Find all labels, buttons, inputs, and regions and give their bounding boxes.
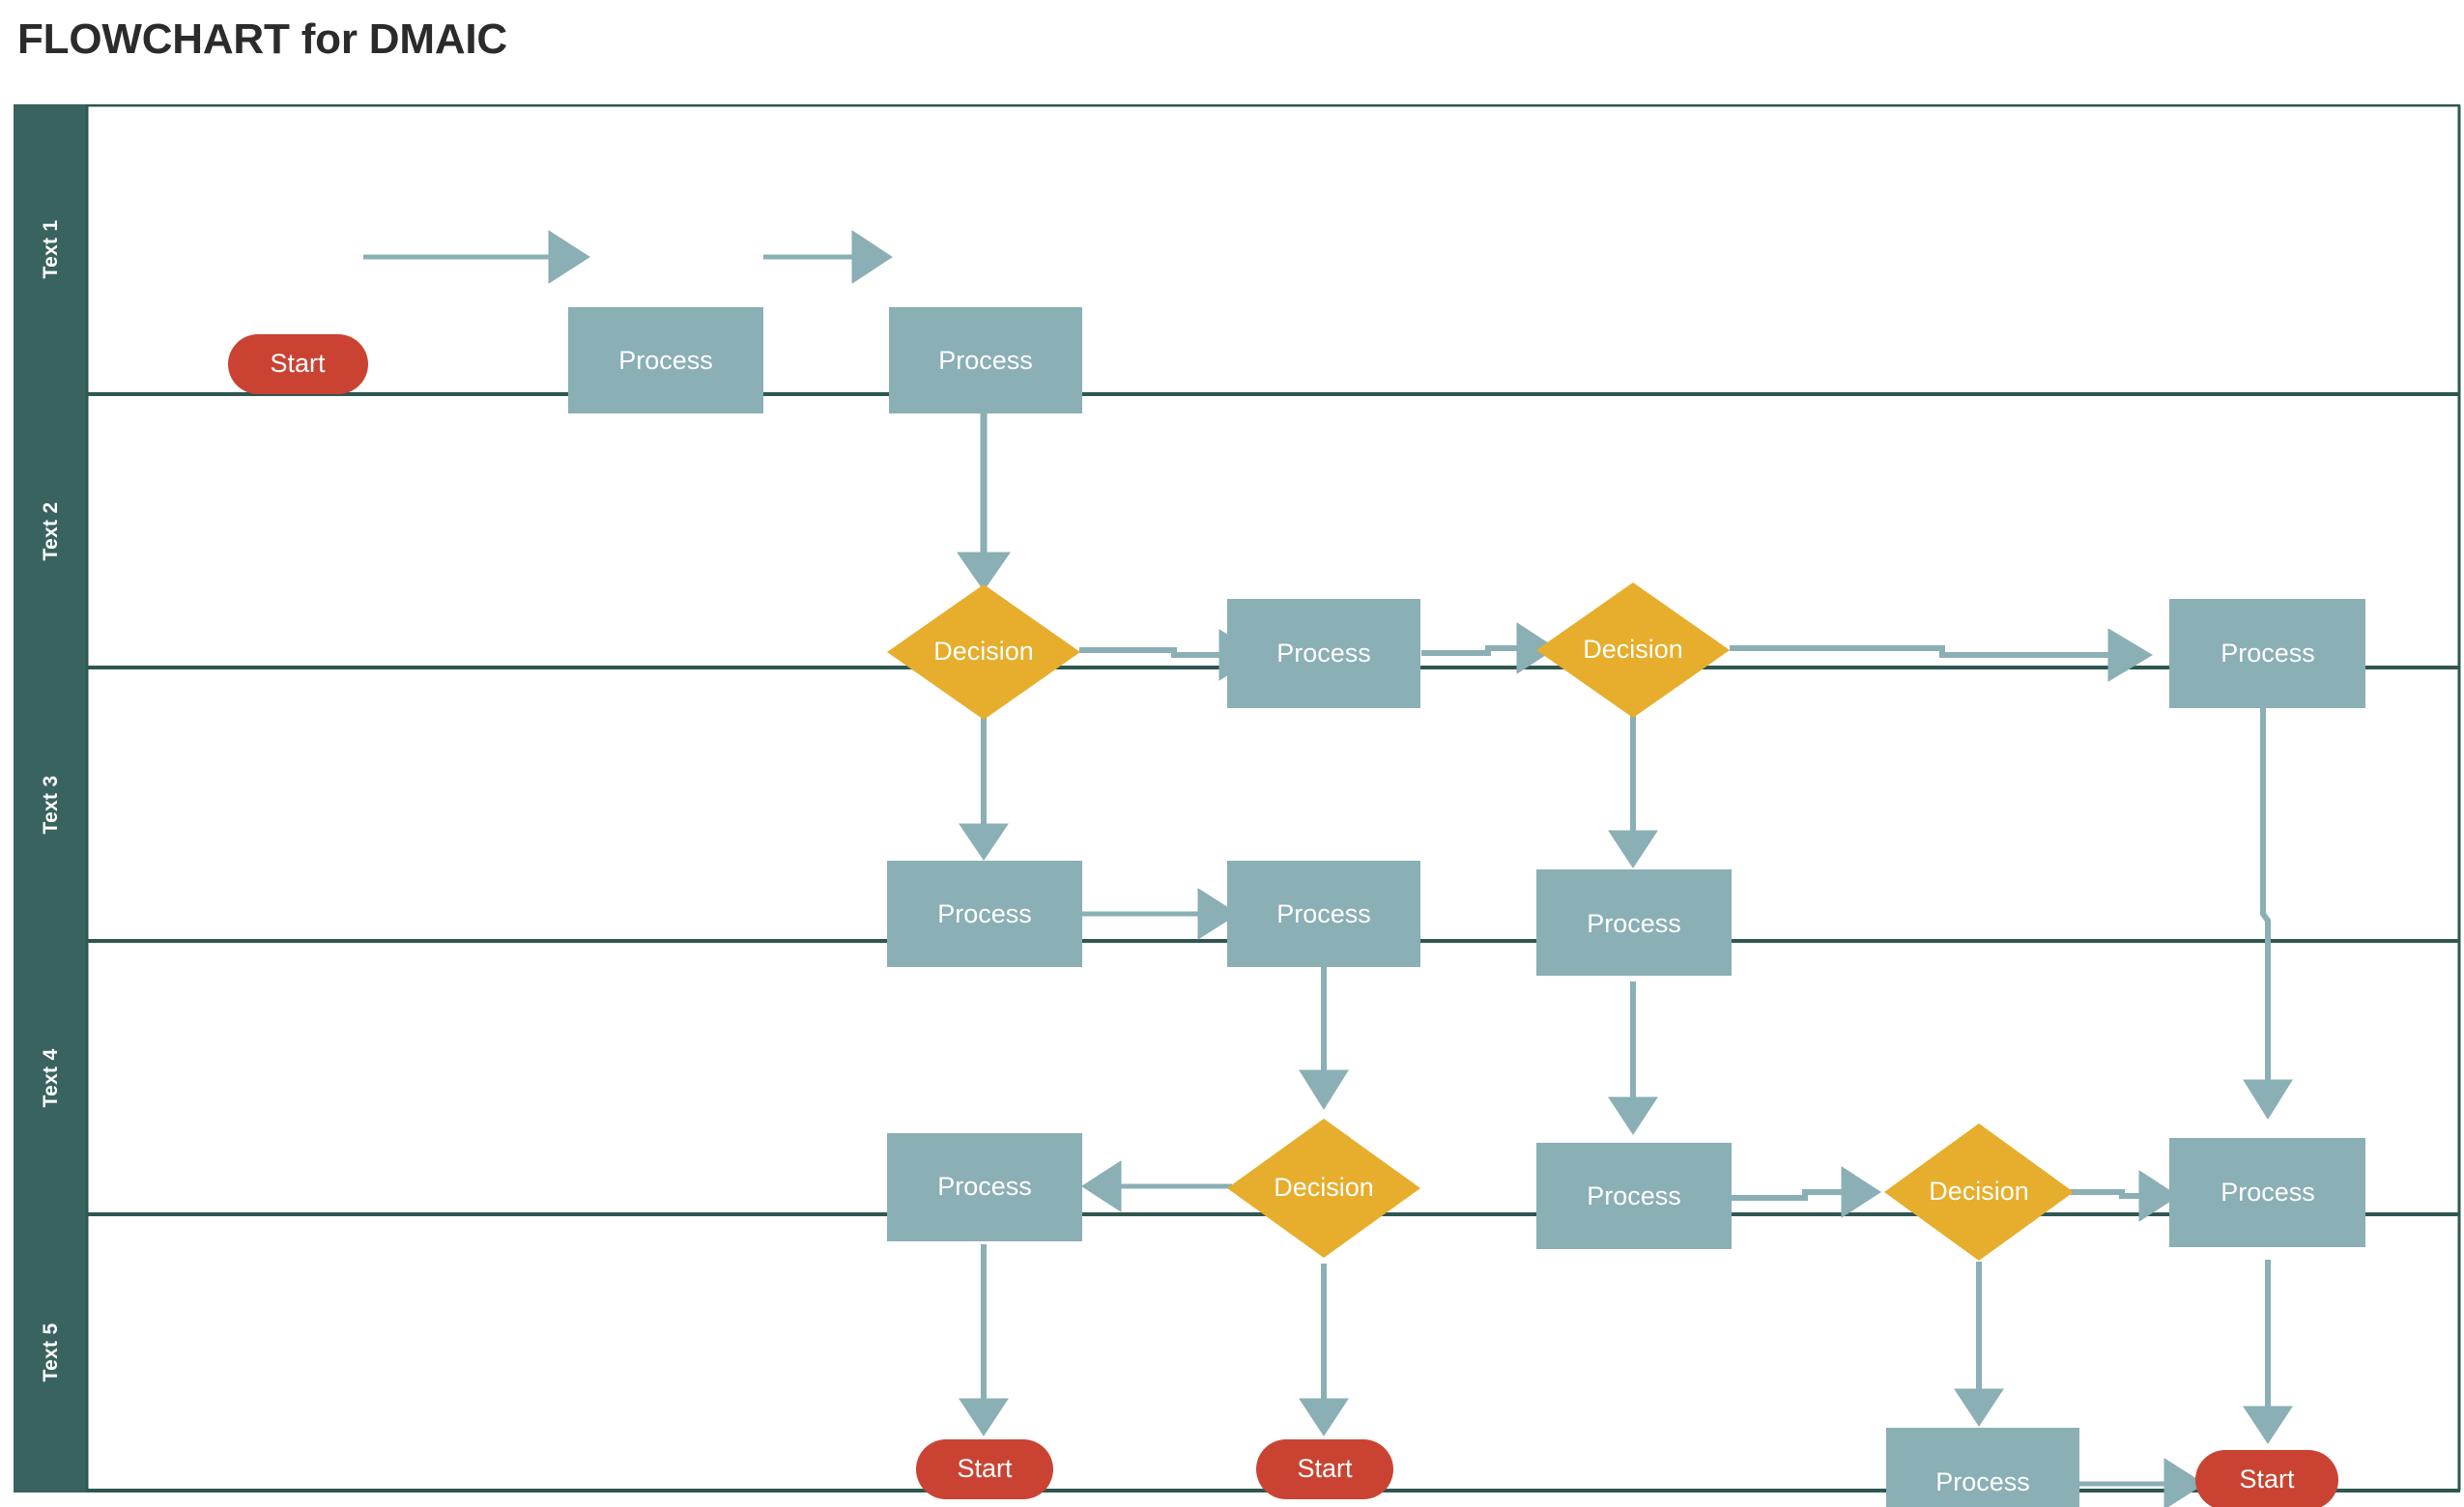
edge-decision-to-process-5 — [1081, 1160, 1232, 1212]
edge-process-to-start-3 — [2079, 1458, 2205, 1507]
node-label: Decision — [1929, 1177, 2029, 1206]
node-process-4[interactable]: Process — [2169, 599, 2365, 708]
node-label: Decision — [933, 637, 1034, 666]
lane-label-3: Text 3 — [40, 776, 62, 835]
node-start-3[interactable]: Start — [1256, 1439, 1393, 1499]
node-process-10[interactable]: Process — [2169, 1138, 2365, 1247]
edge-process-to-start-2 — [2243, 1260, 2293, 1444]
node-process-5[interactable]: Process — [887, 861, 1082, 967]
node-label: Process — [938, 346, 1033, 375]
node-label: Process — [1935, 1467, 2030, 1496]
connectors — [363, 230, 2293, 1507]
node-label: Decision — [1583, 635, 1683, 664]
node-label: Process — [1587, 909, 1681, 938]
node-label: Process — [618, 346, 713, 375]
edge-decision-to-start-1 — [1299, 1264, 1349, 1436]
lane-bar — [14, 104, 86, 1493]
node-process-8[interactable]: Process — [887, 1133, 1082, 1241]
node-process-7[interactable]: Process — [1536, 869, 1732, 976]
edge-decision-to-process-7 — [1954, 1262, 2004, 1427]
edge-process-to-process-2 — [1082, 888, 1239, 940]
node-label: Start — [1297, 1454, 1353, 1483]
node-start-4[interactable]: Start — [2195, 1450, 2338, 1507]
node-label: Process — [937, 899, 1032, 928]
edge-process-to-start-1 — [959, 1244, 1009, 1436]
node-decision-4[interactable]: Decision — [1884, 1123, 2074, 1261]
edge-process-to-process-1 — [763, 230, 893, 284]
node-process-1[interactable]: Process — [568, 307, 763, 413]
node-process-2[interactable]: Process — [889, 307, 1082, 413]
edge-process-to-decision-3 — [1299, 959, 1349, 1110]
edge-process-to-process-3 — [1608, 981, 1658, 1135]
node-process-3[interactable]: Process — [1227, 599, 1420, 708]
edge-decision-to-process-4 — [1608, 713, 1658, 868]
lane-frame — [85, 104, 2461, 1493]
page-title: FLOWCHART for DMAIC — [17, 15, 507, 63]
flowchart-canvas[interactable]: Text 1 Text 2 Text 3 Text 4 Text 5 — [0, 104, 2464, 1507]
node-label: Decision — [1274, 1173, 1374, 1202]
node-process-11[interactable]: Process — [1886, 1428, 2079, 1507]
lane-label-5: Text 5 — [40, 1323, 62, 1382]
node-label: Process — [1587, 1181, 1681, 1210]
node-process-6[interactable]: Process — [1227, 861, 1420, 967]
edge-decision-to-process-3 — [959, 713, 1009, 861]
edge-process-to-decision-4 — [1730, 1166, 1881, 1218]
node-start-1[interactable]: Start — [228, 334, 368, 394]
node-label: Process — [937, 1172, 1032, 1201]
node-label: Start — [957, 1454, 1013, 1483]
node-label: Start — [2239, 1464, 2295, 1493]
node-label: Start — [270, 349, 326, 378]
lane-label-1: Text 1 — [40, 220, 62, 279]
lane-label-2: Text 2 — [40, 502, 62, 561]
node-label: Process — [1276, 639, 1371, 668]
node-label: Process — [2220, 639, 2315, 668]
edge-process-to-decision-1 — [957, 386, 1011, 591]
node-label: Process — [1276, 899, 1371, 928]
node-decision-1[interactable]: Decision — [887, 584, 1080, 720]
edge-process-to-process-4 — [2243, 696, 2293, 1120]
lane-labels: Text 1 Text 2 Text 3 Text 4 Text 5 — [40, 220, 62, 1382]
lane-label-4: Text 4 — [40, 1049, 62, 1108]
node-decision-2[interactable]: Decision — [1536, 583, 1730, 718]
node-process-9[interactable]: Process — [1536, 1143, 1732, 1249]
node-start-2[interactable]: Start — [916, 1439, 1053, 1499]
node-label: Process — [2220, 1178, 2315, 1207]
edge-decision-to-process-6 — [2068, 1170, 2179, 1222]
node-decision-3[interactable]: Decision — [1227, 1119, 1420, 1258]
edge-decision-to-process-2 — [1730, 628, 2153, 682]
edge-start-to-process-1 — [363, 230, 590, 284]
edge-process-to-decision-2 — [1421, 622, 1557, 674]
